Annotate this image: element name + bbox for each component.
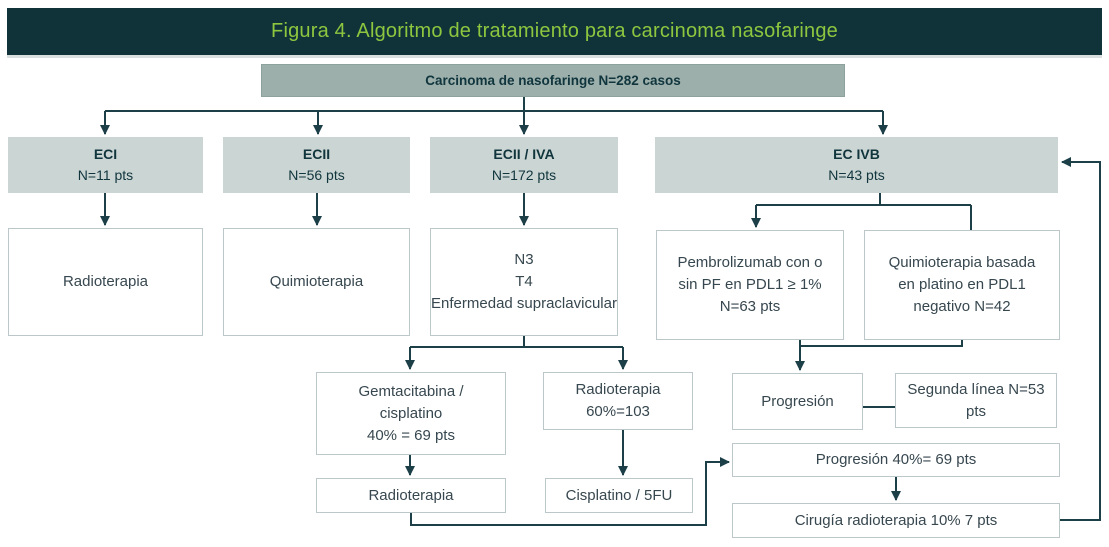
node-quimioterapia-platino-label: Quimioterapia basada en platino en PDL1 …: [888, 254, 1036, 315]
node-segunda-linea-label: Segunda línea N=53 pts: [907, 380, 1045, 420]
node-radioterapia-60-label: Radioterapia 60%=103: [575, 381, 661, 420]
stage-ecii-n: N=56 pts: [288, 167, 345, 183]
stage-ecii-title: ECII: [302, 146, 331, 162]
node-radioterapia-60: Radioterapia 60%=103: [543, 372, 693, 430]
node-cisplatino-5fu-label: Cisplatino / 5FU: [565, 486, 673, 504]
node-gemtacitabina-label: Gemtacitabina / cisplatino 40% = 69 pts: [358, 382, 464, 444]
node-progresion-40-label: Progresión 40%= 69 pts: [815, 451, 977, 468]
stage-eci-n: N=11 pts: [77, 167, 134, 183]
node-progresion-label: Progresión: [761, 392, 834, 410]
node-quimioterapia-ecii: Quimioterapia: [223, 228, 410, 336]
stage-ec-ivb-title: EC IVB: [833, 146, 880, 162]
node-progresion: Progresión: [732, 373, 863, 430]
stage-ecii-iva-title: ECII / IVA: [493, 146, 555, 162]
node-progresion-40: Progresión 40%= 69 pts: [732, 443, 1060, 477]
figure-title: Figura 4. Algoritmo de tratamiento para …: [271, 20, 838, 42]
node-cirugia-radioterapia: Cirugía radioterapia 10% 7 pts: [732, 503, 1060, 538]
stage-eci-title: ECI: [93, 146, 118, 162]
node-quimioterapia-platino: Quimioterapia basada en platino en PDL1 …: [864, 230, 1060, 340]
node-cisplatino-5fu: Cisplatino / 5FU: [545, 478, 693, 513]
node-pembrolizumab-label: Pembrolizumab con o sin PF en PDL1 ≥ 1% …: [677, 254, 823, 315]
node-root-carcinoma: Carcinoma de nasofaringe N=282 casos: [261, 64, 845, 97]
stage-ec-ivb-n: N=43 pts: [828, 167, 885, 183]
node-root-label: Carcinoma de nasofaringe N=282 casos: [425, 73, 681, 88]
node-cirugia-radioterapia-label: Cirugía radioterapia 10% 7 pts: [794, 511, 998, 529]
stage-ecii-iva-n: N=172 pts: [491, 167, 557, 183]
node-stage-ecii: ECII N=56 pts: [223, 137, 410, 193]
node-stage-eci: ECI N=11 pts: [8, 137, 203, 193]
node-gemtacitabina-cisplatino: Gemtacitabina / cisplatino 40% = 69 pts: [316, 372, 506, 455]
node-segunda-linea: Segunda línea N=53 pts: [895, 373, 1057, 428]
node-quimioterapia-ecii-label: Quimioterapia: [269, 273, 364, 290]
node-n3-t4-supraclavicular: N3 T4 Enfermedad supraclavicular: [430, 228, 618, 336]
figure-title-bar: Figura 4. Algoritmo de tratamiento para …: [7, 8, 1102, 55]
node-radioterapia-final: Radioterapia: [316, 478, 506, 513]
node-pembrolizumab: Pembrolizumab con o sin PF en PDL1 ≥ 1% …: [656, 230, 844, 340]
node-n3-t4-label: N3 T4 Enfermedad supraclavicular: [431, 251, 617, 312]
node-stage-ecii-iva: ECII / IVA N=172 pts: [430, 137, 618, 193]
node-radioterapia-eci-label: Radioterapia: [62, 273, 149, 290]
node-radioterapia-final-label: Radioterapia: [368, 486, 454, 504]
node-radioterapia-eci: Radioterapia: [8, 228, 203, 336]
node-stage-ec-ivb: EC IVB N=43 pts: [655, 137, 1058, 193]
